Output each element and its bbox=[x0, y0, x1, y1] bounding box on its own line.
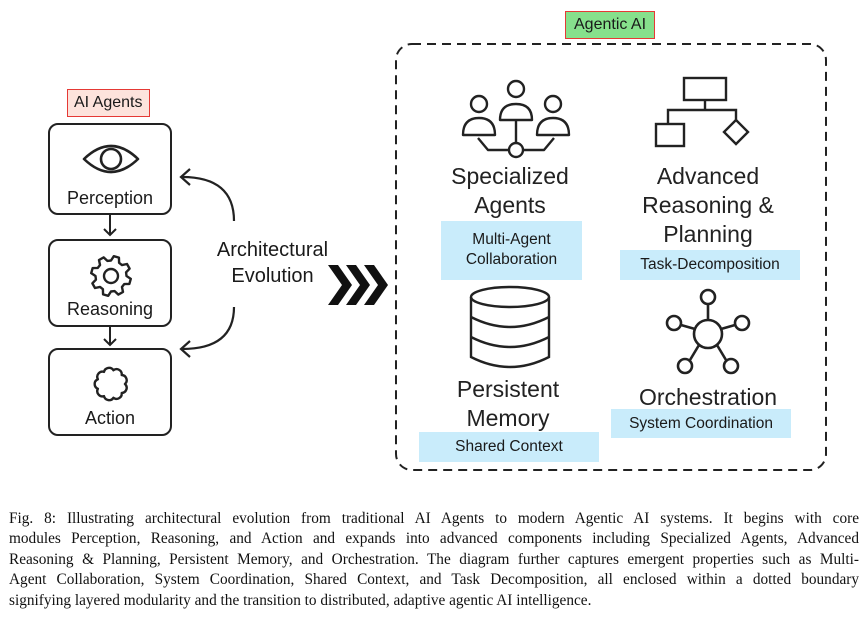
title-line: Reasoning & bbox=[642, 192, 774, 218]
chip-line: Collaboration bbox=[465, 251, 558, 268]
dashed-boundary bbox=[395, 43, 827, 471]
shared-context-chip: Shared Context bbox=[419, 432, 599, 462]
perception-module: Perception bbox=[48, 123, 172, 215]
orchestration-title: Orchestration bbox=[618, 383, 798, 412]
chip-line: System Coordination bbox=[629, 415, 773, 432]
architectural-evolution-label: Architectural Evolution bbox=[200, 237, 345, 289]
reasoning-label: Reasoning bbox=[66, 299, 154, 319]
down-arrow-icon bbox=[103, 215, 117, 237]
figure-caption: Fig. 8: Illustrating architectural evolu… bbox=[9, 509, 859, 611]
hub-network-icon bbox=[665, 288, 751, 375]
gear-icon bbox=[90, 255, 132, 297]
curved-arrow-down-icon bbox=[179, 306, 236, 358]
title-line: Agents bbox=[474, 192, 546, 218]
ai-agents-tag-label: AI Agents bbox=[74, 94, 143, 111]
transition-line-2: Evolution bbox=[231, 265, 314, 287]
system-coordination-chip: System Coordination bbox=[611, 409, 791, 438]
chip-line: Shared Context bbox=[455, 438, 563, 455]
ai-agents-tag: AI Agents bbox=[67, 89, 150, 117]
down-arrow-icon bbox=[103, 327, 117, 347]
title-line: Memory bbox=[466, 405, 550, 431]
title-line: Persistent bbox=[456, 376, 560, 402]
caption-line: Reasoning & Planning, Persistent Memory,… bbox=[9, 550, 859, 568]
perception-label: Perception bbox=[66, 188, 154, 208]
advanced-reasoning-title: Advanced Reasoning & Planning bbox=[628, 162, 788, 249]
caption-line: Agent Collaboration, System Coordination… bbox=[9, 571, 859, 589]
chip-line: Multi-Agent bbox=[472, 231, 551, 248]
caption-line: modules Perception, Reasoning, and Actio… bbox=[9, 530, 859, 548]
title-line: Advanced bbox=[656, 163, 760, 189]
agentic-ai-tag-label: Agentic AI bbox=[574, 16, 647, 33]
title-line: Specialized bbox=[451, 163, 569, 189]
chip-line: Task-Decomposition bbox=[640, 256, 780, 273]
flowchart-icon bbox=[654, 76, 750, 148]
triple-chevron-right-icon bbox=[328, 265, 388, 305]
eye-icon bbox=[82, 144, 140, 174]
persistent-memory-title: Persistent Memory bbox=[428, 375, 588, 433]
agentic-ai-tag: Agentic AI bbox=[565, 11, 656, 39]
cloud-icon bbox=[93, 366, 128, 402]
curved-arrow-up-icon bbox=[179, 168, 236, 222]
specialized-agents-title: Specialized Agents bbox=[430, 162, 590, 220]
reasoning-module: Reasoning bbox=[48, 239, 172, 327]
task-decomposition-chip: Task-Decomposition bbox=[620, 250, 800, 280]
database-icon bbox=[469, 285, 551, 369]
action-label: Action bbox=[84, 408, 136, 428]
multi-agent-collaboration-chip: Multi-Agent Collaboration bbox=[441, 221, 582, 280]
title-line: Planning bbox=[663, 221, 753, 247]
feedback-arrows bbox=[179, 168, 236, 358]
transition-line-1: Architectural bbox=[216, 239, 329, 261]
caption-line: Fig. 8: Illustrating architectural evolu… bbox=[9, 510, 859, 527]
title-line: Orchestration bbox=[638, 384, 778, 410]
multi-agent-network-icon bbox=[461, 79, 571, 159]
action-module: Action bbox=[48, 348, 172, 436]
caption-line: signifying layered modularity and the tr… bbox=[9, 591, 592, 609]
